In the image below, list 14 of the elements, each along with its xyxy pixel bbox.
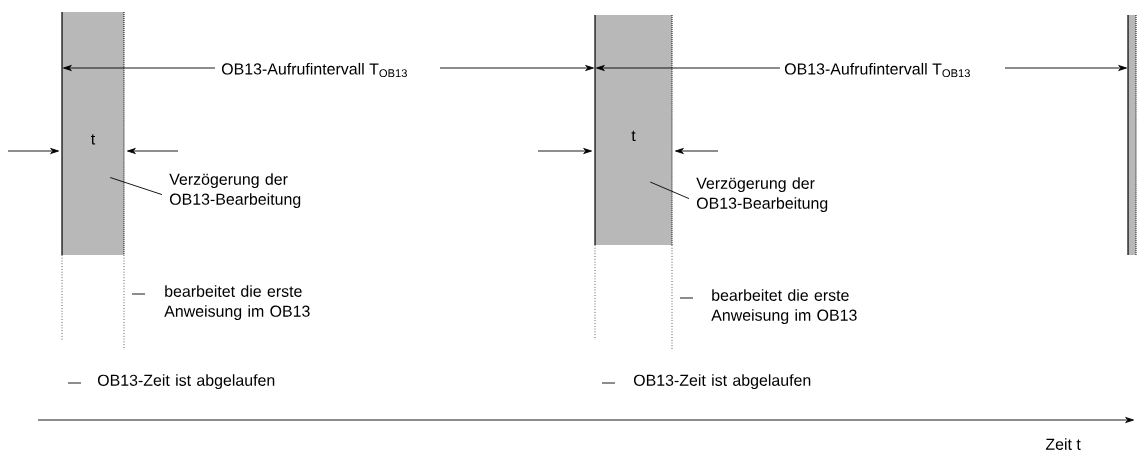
annotation-text: OB13-Zeit ist abgelaufen [633,374,811,390]
annotation-text: bearbeitet die erste Anweisung im OB13 [711,289,857,324]
leader-line [109,177,163,196]
annotation-text: OB13-Zeit ist abgelaufen [97,374,275,390]
dimension-label: OB13-Aufrufintervall T$_{OB13}$ [784,62,970,78]
shaded-band [1127,14,1137,256]
dimension-label: OB13-Aufrufintervall T$_{OB13}$ [221,62,407,78]
annotation-text: Verzögerung der OB13-Bearbeitung [696,177,828,212]
annotation-text: bearbeitet die erste Anweisung im OB13 [164,285,310,320]
leader-line [649,181,690,200]
shaded-band: t [61,11,125,256]
shaded-band: t [594,14,673,246]
annotation-text: Verzögerung der OB13-Bearbeitung [169,173,301,208]
axis-label: Zeit t [1045,438,1081,450]
